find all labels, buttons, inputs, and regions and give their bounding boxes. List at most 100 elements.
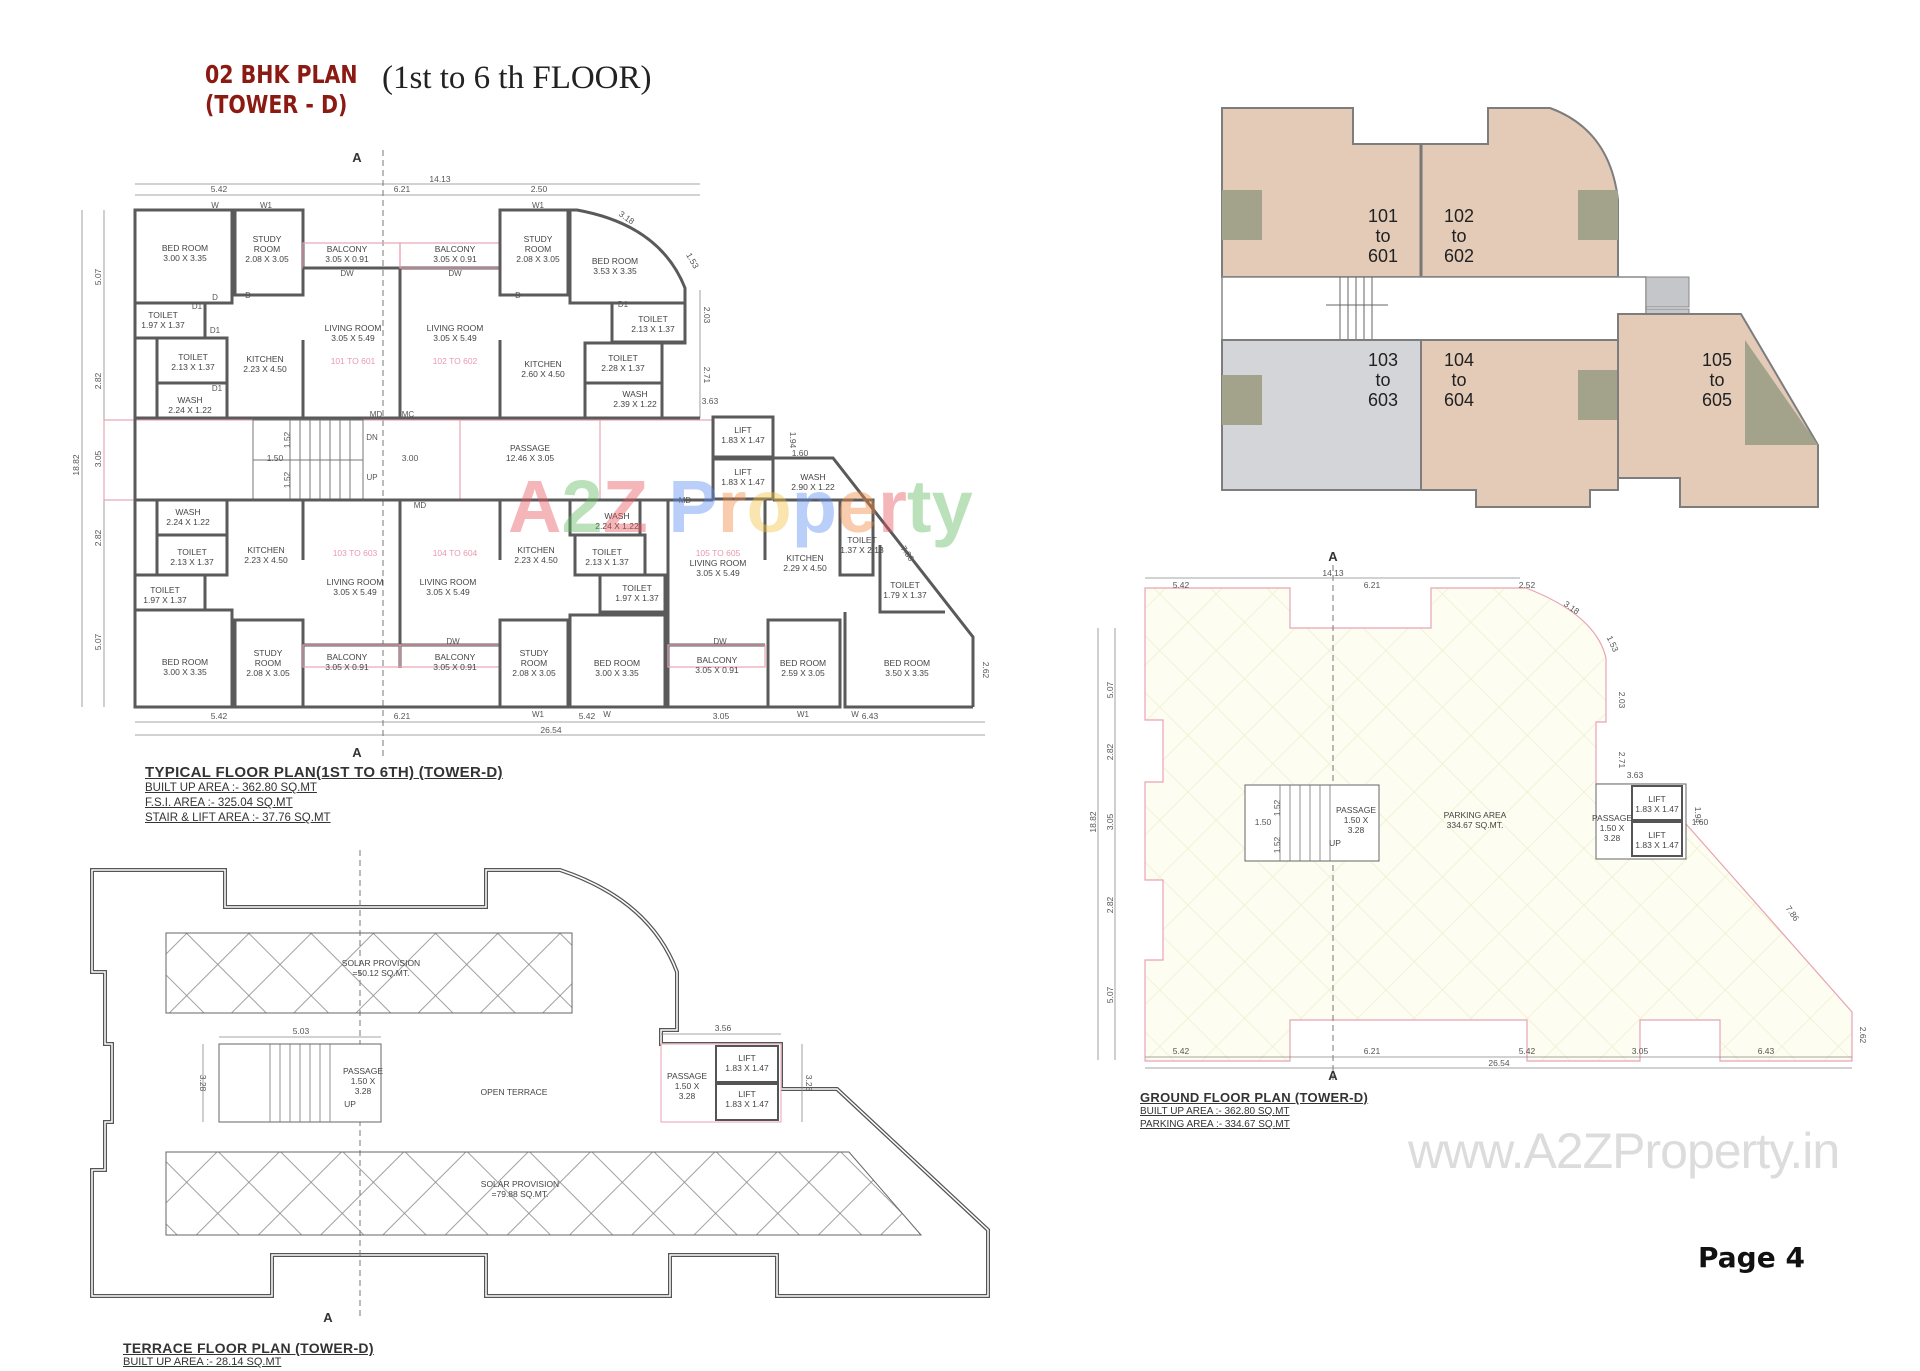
ground-built-up-area: BUILT UP AREA :- 362.80 SQ.MT bbox=[1140, 1106, 1290, 1117]
dimension-label: 1.94 bbox=[1693, 807, 1703, 824]
unit-range-to: to bbox=[1709, 370, 1724, 390]
logo-letter bbox=[648, 465, 669, 548]
a2z-property-logo-watermark: A2Z Property bbox=[508, 465, 973, 548]
logo-letter: P bbox=[668, 465, 717, 548]
terrace-passage-right-l3: 3.28 bbox=[679, 1091, 696, 1101]
logo-letter: y bbox=[932, 465, 973, 548]
plan-subtitle: (1st to 6 th FLOOR) bbox=[382, 60, 652, 96]
parking-area-label: PARKING AREA bbox=[1444, 810, 1507, 820]
door-window-mark: W1 bbox=[532, 201, 545, 210]
logo-letter: r bbox=[878, 465, 907, 548]
unit-range-end: 601 bbox=[1368, 246, 1398, 266]
terrace-passage-left-l2: 1.50 X bbox=[351, 1076, 376, 1086]
typical-dimension-lines bbox=[81, 150, 985, 760]
door-window-mark: W1 bbox=[532, 710, 545, 719]
unit-range-to: to bbox=[1375, 226, 1390, 246]
terrace-passage-right-l1: PASSAGE bbox=[667, 1071, 707, 1081]
dimension-label: 2.03 bbox=[702, 307, 712, 324]
terrace-stair-up: UP bbox=[344, 1099, 356, 1109]
room-name: WASH bbox=[622, 389, 647, 399]
dimension-label: 6.21 bbox=[394, 711, 411, 721]
room-name: BALCONY bbox=[697, 655, 738, 665]
room-size: 3.05 X 5.49 bbox=[331, 333, 375, 343]
dimension-label: 6.21 bbox=[394, 184, 411, 194]
dimension-label: 26.54 bbox=[540, 725, 562, 735]
dimension-label: 6.43 bbox=[1758, 1046, 1775, 1056]
ground-section-mark-bottom: A bbox=[1328, 1068, 1338, 1083]
ground-floor-plan: PARKING AREA 334.67 SQ.MT. PASSAGE 1.50 … bbox=[1088, 549, 1868, 1083]
room-name: LIVING ROOM bbox=[690, 558, 747, 568]
room-size: 2.29 X 4.50 bbox=[783, 563, 827, 573]
door-window-mark: D bbox=[245, 291, 251, 300]
lift-1-name: LIFT bbox=[1648, 794, 1665, 804]
logo-letter: t bbox=[907, 465, 932, 548]
room-size: 1.83 X 1.47 bbox=[721, 435, 765, 445]
room-size: 2.60 X 4.50 bbox=[521, 369, 565, 379]
room-name: LIVING ROOM bbox=[325, 323, 382, 333]
page-number: Page 4 bbox=[1698, 1241, 1805, 1274]
dimension-label: 1.94 bbox=[788, 432, 798, 449]
terrace-dim-stair-depth: 3.28 bbox=[198, 1075, 208, 1092]
room-name: TOILET bbox=[150, 585, 180, 595]
terrace-floor-plan: SOLAR PROVISION =50.12 SQ.MT. SOLAR PROV… bbox=[90, 850, 990, 1325]
room-size: 3.05 X 5.49 bbox=[696, 568, 740, 578]
room-name: TOILET bbox=[847, 535, 877, 545]
typical-stair-lift-area: STAIR & LIFT AREA :- 37.76 SQ.MT bbox=[145, 812, 331, 824]
room-name: LIVING ROOM bbox=[420, 577, 477, 587]
dimension-label: 2.82 bbox=[1105, 896, 1115, 913]
room-size: 2.13 X 1.37 bbox=[171, 362, 215, 372]
lift-1-size: 1.83 X 1.47 bbox=[1635, 804, 1679, 814]
room-size: 3.05 X 0.91 bbox=[325, 662, 369, 672]
room-name: TOILET bbox=[148, 310, 178, 320]
passage-left-l3: 3.28 bbox=[1348, 825, 1365, 835]
unit-tag: 101 TO 601 bbox=[331, 356, 376, 366]
room-name: BALCONY bbox=[435, 652, 476, 662]
door-window-mark: DN bbox=[366, 433, 378, 442]
plan-title: 02 BHK PLAN (TOWER - D) bbox=[205, 60, 358, 120]
room-size: 2.23 X 4.50 bbox=[244, 555, 288, 565]
room-size: 1.37 X 2.13 bbox=[840, 545, 884, 555]
logo-letter: o bbox=[747, 465, 792, 548]
terrace-dim-stair-width: 5.03 bbox=[293, 1026, 310, 1036]
room-name: BED ROOM bbox=[594, 658, 640, 668]
dimension-label: 2.82 bbox=[93, 529, 103, 546]
room-size: 2.28 X 1.37 bbox=[601, 363, 645, 373]
solar-1-name: SOLAR PROVISION bbox=[342, 958, 420, 968]
room-size: 2.08 X 3.05 bbox=[246, 668, 290, 678]
room-name: BALCONY bbox=[435, 244, 476, 254]
room-size: 3.05 X 0.91 bbox=[325, 254, 369, 264]
dimension-label: 2.50 bbox=[531, 184, 548, 194]
dimension-label: 2.71 bbox=[1617, 752, 1627, 769]
door-window-mark: W1 bbox=[260, 201, 273, 210]
unit-range-start: 105 bbox=[1702, 350, 1732, 370]
logo-letter: r bbox=[718, 465, 747, 548]
ground-plan-title: GROUND FLOOR PLAN (TOWER-D) bbox=[1140, 1090, 1369, 1105]
room-name: TOILET bbox=[890, 580, 920, 590]
room-size: 3.05 X 0.91 bbox=[695, 665, 739, 675]
dimension-label: 2.82 bbox=[93, 372, 103, 389]
solar-1-size: =50.12 SQ.MT. bbox=[353, 968, 410, 978]
dimension-label: 3.05 bbox=[1632, 1046, 1649, 1056]
typical-plan-title: TYPICAL FLOOR PLAN(1ST TO 6TH) (TOWER-D) bbox=[145, 764, 503, 781]
unit-range-end: 605 bbox=[1702, 390, 1732, 410]
